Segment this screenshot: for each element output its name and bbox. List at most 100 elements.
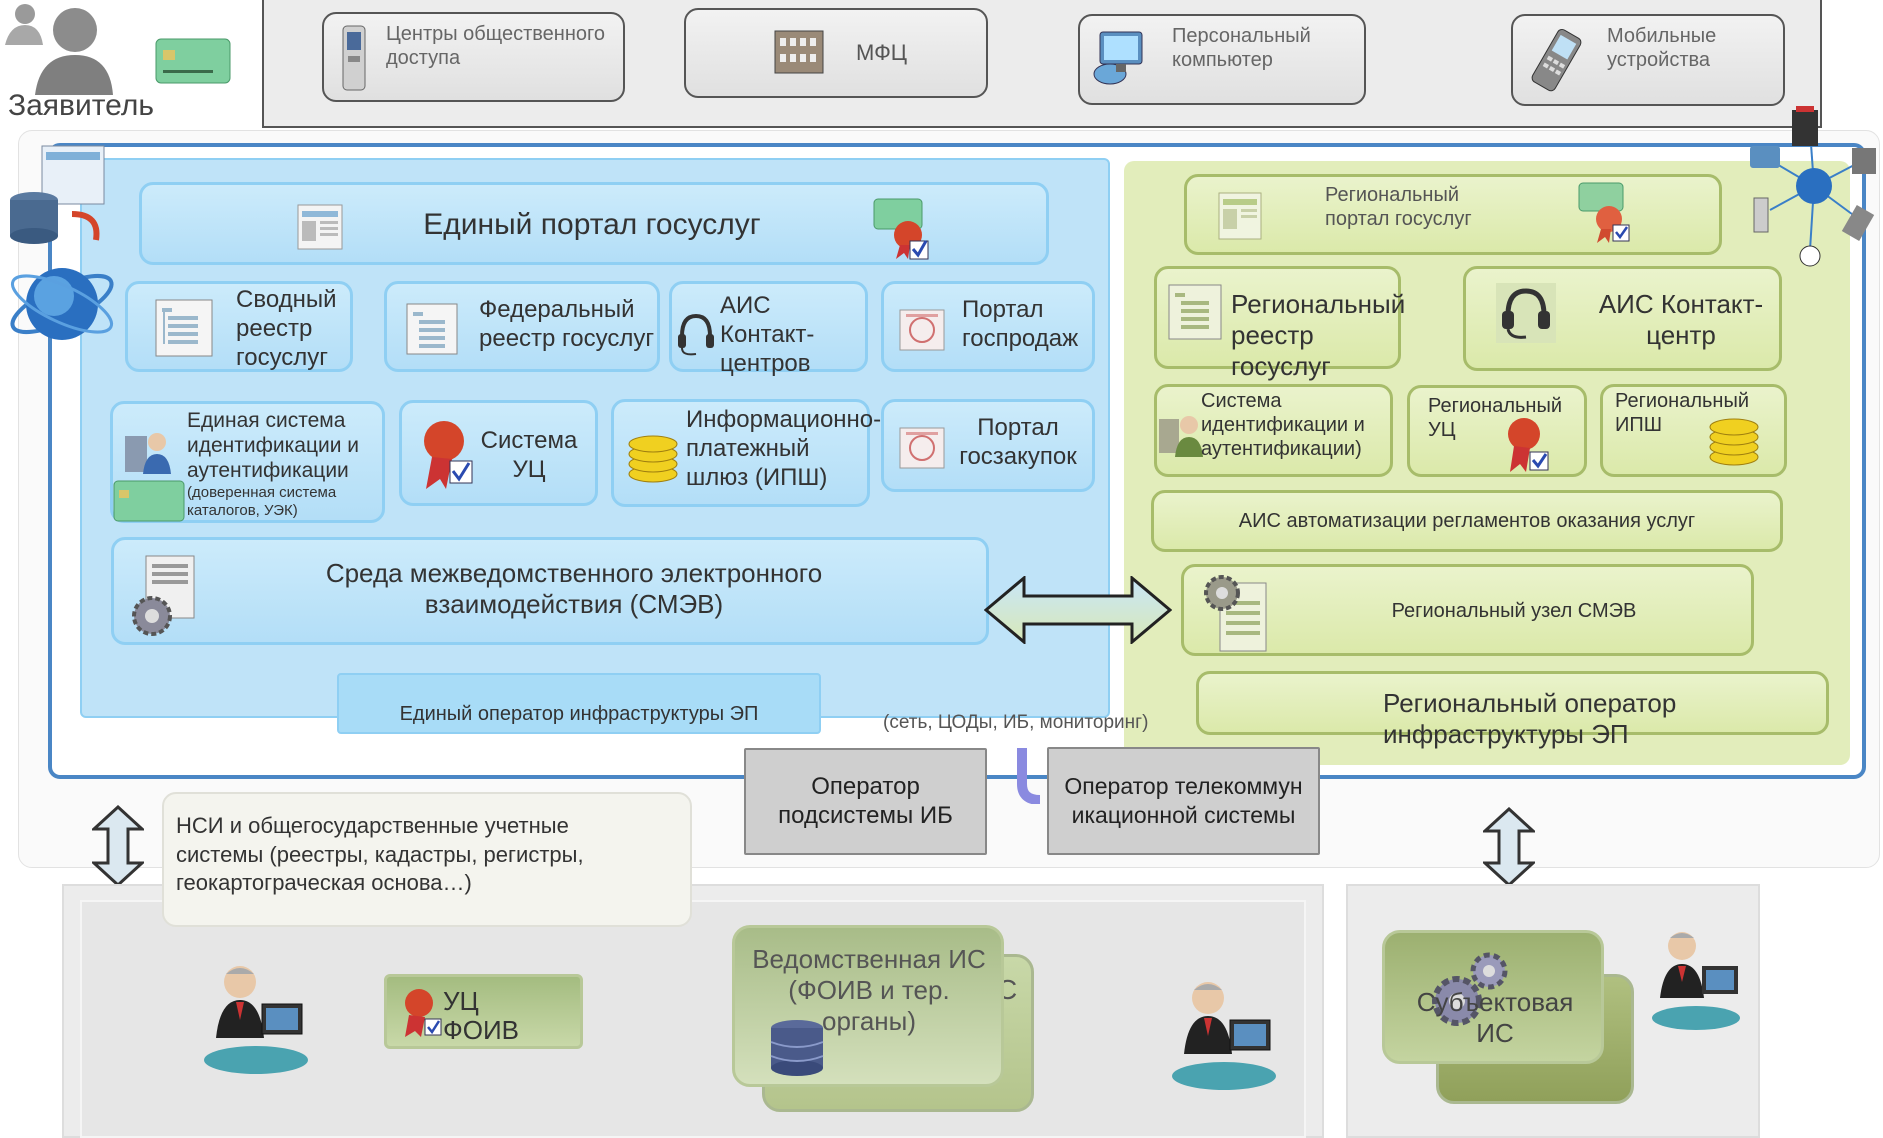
regional-ais-contact-label: АИС Контакт-центр	[1598, 289, 1764, 351]
mobile-phone-icon	[1525, 28, 1587, 94]
channel-label: Персональный компьютер	[1172, 25, 1311, 71]
certificate-card-icon	[1577, 181, 1633, 245]
operator-person-icon	[200, 960, 312, 1076]
database-icon	[767, 1018, 827, 1078]
smev-label: Среда межведомственного электронного вза…	[325, 558, 823, 620]
channel-public-access[interactable]: Центры общественного доступа	[322, 12, 625, 102]
regional-registry-box[interactable]: Региональный реестр госуслуг	[1154, 266, 1405, 381]
gear-document-icon	[128, 554, 198, 640]
uc-foiv-label: УЦ ФОИВ	[443, 986, 520, 1045]
ips-label: Информационно-платежный шлюз (ИПШ)	[686, 406, 882, 491]
operator-ib-label: Оператор подсистемы ИБ	[778, 772, 953, 829]
applicant-person-icon	[0, 0, 120, 95]
coins-icon	[1707, 417, 1761, 467]
regional-operator-label: Региональный оператор инфраструктуры ЭП	[1383, 688, 1677, 750]
double-arrow-vertical-left	[92, 805, 144, 887]
regional-registry-label: Региональный реестр госуслуг	[1231, 289, 1406, 382]
certificate-seal-icon	[422, 417, 474, 491]
ais-contact-centers-label: АИС Контакт-центров	[720, 292, 815, 377]
users-group-icon	[1157, 409, 1207, 459]
regional-ident-label: Система идентификации и аутентификации)	[1201, 390, 1365, 460]
registry-document-icon	[154, 298, 214, 358]
uc-system-box[interactable]: Система УЦ	[399, 400, 598, 506]
web-page-icon	[296, 199, 346, 253]
federal-portal-box[interactable]: Единый портал госуслуг	[139, 182, 1049, 265]
regional-portal-box[interactable]: Региональный портал госуслуг	[1184, 174, 1722, 255]
portal-zakupok-box[interactable]: Портал госзакупок	[881, 399, 1095, 492]
network-hub-icon	[1730, 100, 1880, 280]
svodny-registry-box[interactable]: Сводный реестр госуслуг	[125, 281, 353, 372]
esia-box[interactable]: Единая система идентификации и аутентифи…	[110, 401, 385, 523]
globe-network-icon	[4, 252, 120, 356]
federal-operator-label: Единый оператор инфраструктуры ЭП	[399, 702, 759, 725]
applicant-label: Заявитель	[8, 89, 154, 122]
regional-portal-label: Региональный портал госуслуг	[1325, 184, 1472, 230]
regional-uc-label: Региональный УЦ	[1428, 395, 1563, 441]
headset-icon	[676, 312, 716, 358]
operator-person-icon	[1168, 976, 1280, 1092]
operator-ib-box[interactable]: Оператор подсистемы ИБ	[744, 748, 987, 855]
coins-icon	[626, 434, 680, 484]
web-page-icon	[1217, 187, 1265, 243]
regional-smev-label: Региональный узел СМЭВ	[1391, 600, 1637, 622]
ais-reglament-box[interactable]: АИС автоматизации регламентов оказания у…	[1151, 490, 1783, 552]
certificate-seal-icon	[1504, 416, 1550, 474]
federal-registry-label: Федеральный реестр госуслуг	[479, 296, 655, 352]
channel-personal-computer[interactable]: Персональный компьютер	[1078, 14, 1366, 105]
channel-label: МФЦ	[856, 40, 908, 65]
subject-is-box[interactable]: Субъектовая ИС	[1382, 930, 1604, 1064]
federal-portal-label: Единый портал госуслуг	[423, 208, 761, 241]
gear-document-icon	[1200, 571, 1270, 655]
ais-contact-centers-box[interactable]: АИС Контакт-центров	[669, 281, 868, 377]
nsi-note-box: НСИ и общегосударственные учетные систем…	[162, 792, 692, 927]
uc-system-label: Система УЦ	[480, 427, 578, 483]
network-note: (сеть, ЦОДы, ИБ, мониторинг)	[883, 712, 1149, 733]
vedomstv-is-label: Ведомственная ИС (ФОИВ и тер. органы)	[752, 944, 986, 1037]
operator-person-icon	[1648, 926, 1744, 1032]
operator-telecom-label: Оператор телекоммуникационной системы	[1064, 773, 1303, 828]
portal-prodazh-box[interactable]: Портал госпродаж	[881, 281, 1095, 372]
building-icon	[774, 30, 824, 74]
ais-reglament-label: АИС автоматизации регламентов оказания у…	[1238, 510, 1696, 532]
registry-document-icon	[1167, 283, 1223, 341]
channel-mobile-devices[interactable]: Мобильные устройства	[1511, 14, 1785, 106]
ips-box[interactable]: Информационно-платежный шлюз (ИПШ)	[611, 399, 881, 507]
subject-is-label: Субъектовая ИС	[1416, 987, 1574, 1049]
esia-note: (доверенная система каталогов, УЭК)	[187, 484, 337, 519]
registry-document-icon	[405, 302, 459, 356]
payment-card-icon	[113, 480, 185, 522]
users-group-icon	[123, 426, 177, 476]
regional-operator-box[interactable]: Региональный оператор инфраструктуры ЭП	[1196, 671, 1829, 749]
double-arrow-vertical-right	[1483, 807, 1535, 887]
operator-telecom-box[interactable]: Оператор телекоммуникационной системы	[1047, 747, 1320, 855]
channel-label: Центры общественного доступа	[386, 23, 605, 69]
portal-prodazh-label: Портал госпродаж	[962, 296, 1079, 352]
channel-mfc[interactable]: МФЦ	[684, 8, 988, 98]
uc-foiv-box[interactable]: УЦ ФОИВ	[384, 974, 583, 1049]
regional-ais-contact-box[interactable]: АИС Контакт-центр	[1463, 266, 1782, 371]
kiosk-icon	[338, 24, 370, 92]
gears-icon	[1427, 947, 1513, 1031]
federal-operator-box[interactable]: Единый оператор инфраструктуры ЭП	[337, 673, 821, 734]
regional-ips-label: Региональный ИПШ	[1615, 390, 1750, 436]
smev-box[interactable]: Среда межведомственного электронного вза…	[111, 537, 989, 645]
emblem-document-icon	[898, 308, 946, 352]
regional-smev-box[interactable]: Региональный узел СМЭВ	[1181, 564, 1754, 656]
payment-card-icon	[155, 38, 231, 84]
nsi-note-label: НСИ и общегосударственные учетные систем…	[176, 813, 584, 896]
certificate-card-icon	[872, 197, 932, 261]
certificate-seal-icon	[401, 987, 443, 1039]
double-arrow-horizontal	[984, 576, 1172, 644]
computer-icon	[1092, 28, 1148, 90]
headset-icon	[1494, 281, 1558, 345]
svodny-registry-label: Сводный реестр госуслуг	[236, 286, 337, 371]
regional-ips-box[interactable]: Региональный ИПШ	[1600, 384, 1787, 477]
emblem-document-icon	[898, 426, 946, 470]
channel-label: Мобильные устройства	[1607, 25, 1717, 71]
regional-ident-box[interactable]: Система идентификации и аутентификации)	[1154, 384, 1393, 477]
esia-label: Единая система идентификации и аутентифи…	[187, 409, 359, 483]
federal-registry-box[interactable]: Федеральный реестр госуслуг	[384, 281, 660, 372]
regional-uc-box[interactable]: Региональный УЦ	[1407, 385, 1587, 477]
server-database-icon	[8, 140, 108, 248]
vedomstv-is-box[interactable]: Ведомственная ИС (ФОИВ и тер. органы)	[732, 925, 1004, 1087]
